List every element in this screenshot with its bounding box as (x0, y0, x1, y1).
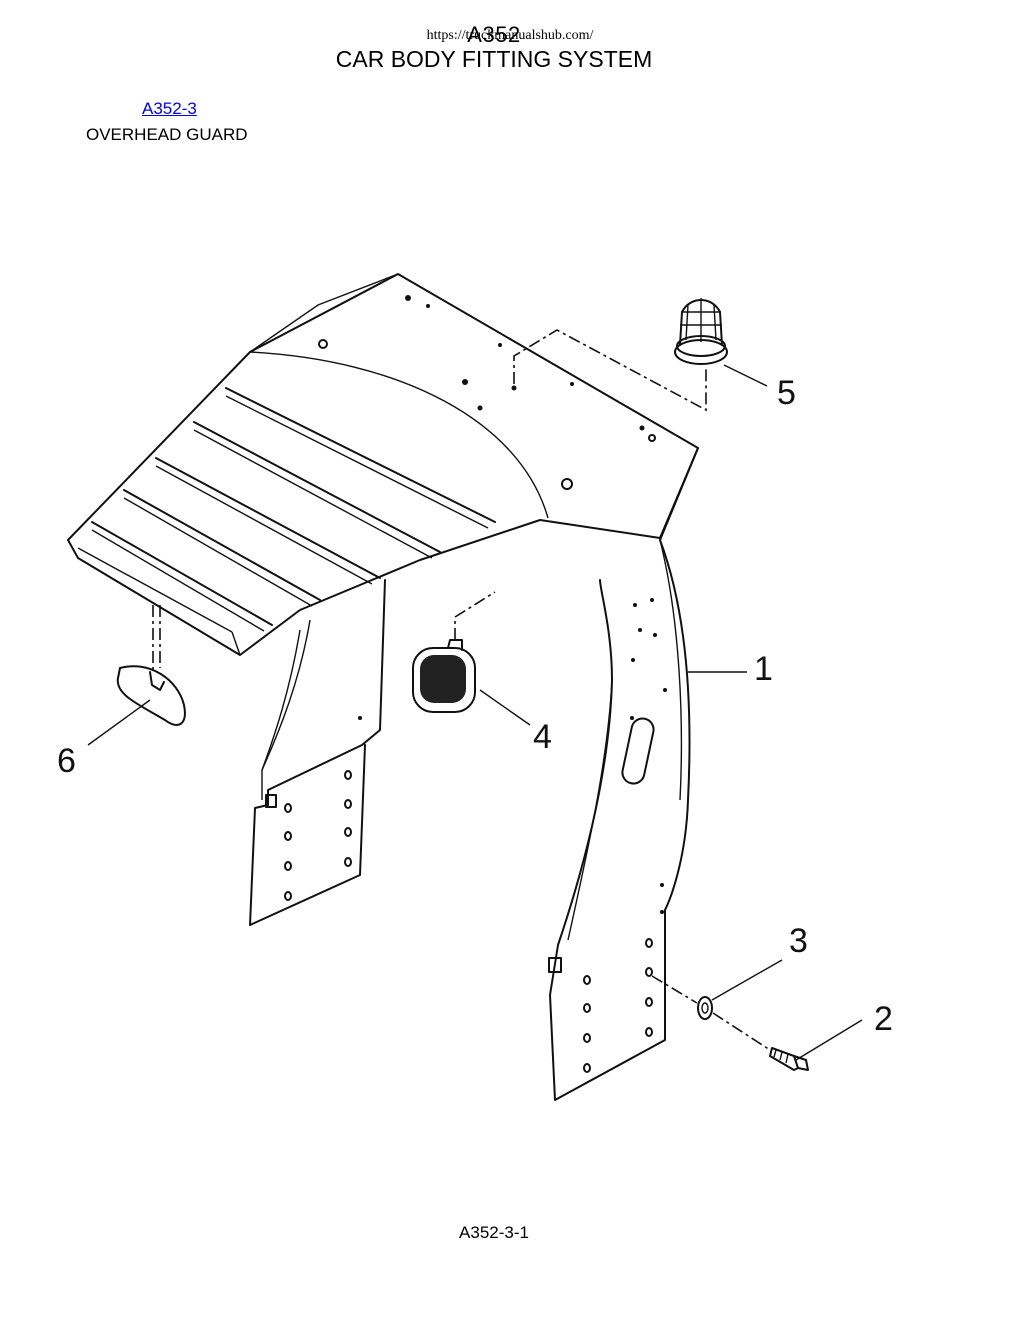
bolt (769, 1047, 809, 1071)
callout-3: 3 (789, 922, 808, 960)
callout-6: 6 (57, 742, 76, 780)
beacon-leader (513, 329, 707, 412)
section-name: OVERHEAD GUARD (86, 125, 248, 144)
left-post-holes (284, 716, 362, 901)
callout-2: 2 (874, 1000, 893, 1038)
work-lamp-leader (454, 591, 496, 640)
page-number: A352-3-1 (459, 1223, 529, 1242)
right-post-holes (583, 598, 667, 1073)
document-title: CAR BODY FITTING SYSTEM (335, 46, 653, 72)
left-post (249, 579, 386, 926)
mirror (116, 665, 186, 726)
work-lamp (412, 639, 476, 713)
fastener-leader (651, 975, 771, 1051)
canopy-slats (91, 387, 496, 632)
washer (697, 996, 713, 1020)
callout-5: 5 (777, 374, 796, 412)
document-code: A352 (467, 22, 521, 47)
callout-1: 1 (754, 650, 773, 688)
canopy-holes (318, 295, 656, 490)
right-post (548, 447, 699, 1101)
beacon-lamp (674, 298, 728, 365)
watermark-url: https://truckmanualshub.com/ (426, 28, 594, 43)
canopy-top (67, 273, 699, 656)
section-link[interactable]: A352-3 (142, 99, 197, 118)
callout-leaders (87, 364, 863, 1061)
callout-4: 4 (533, 718, 552, 756)
mirror-leader (152, 605, 161, 670)
